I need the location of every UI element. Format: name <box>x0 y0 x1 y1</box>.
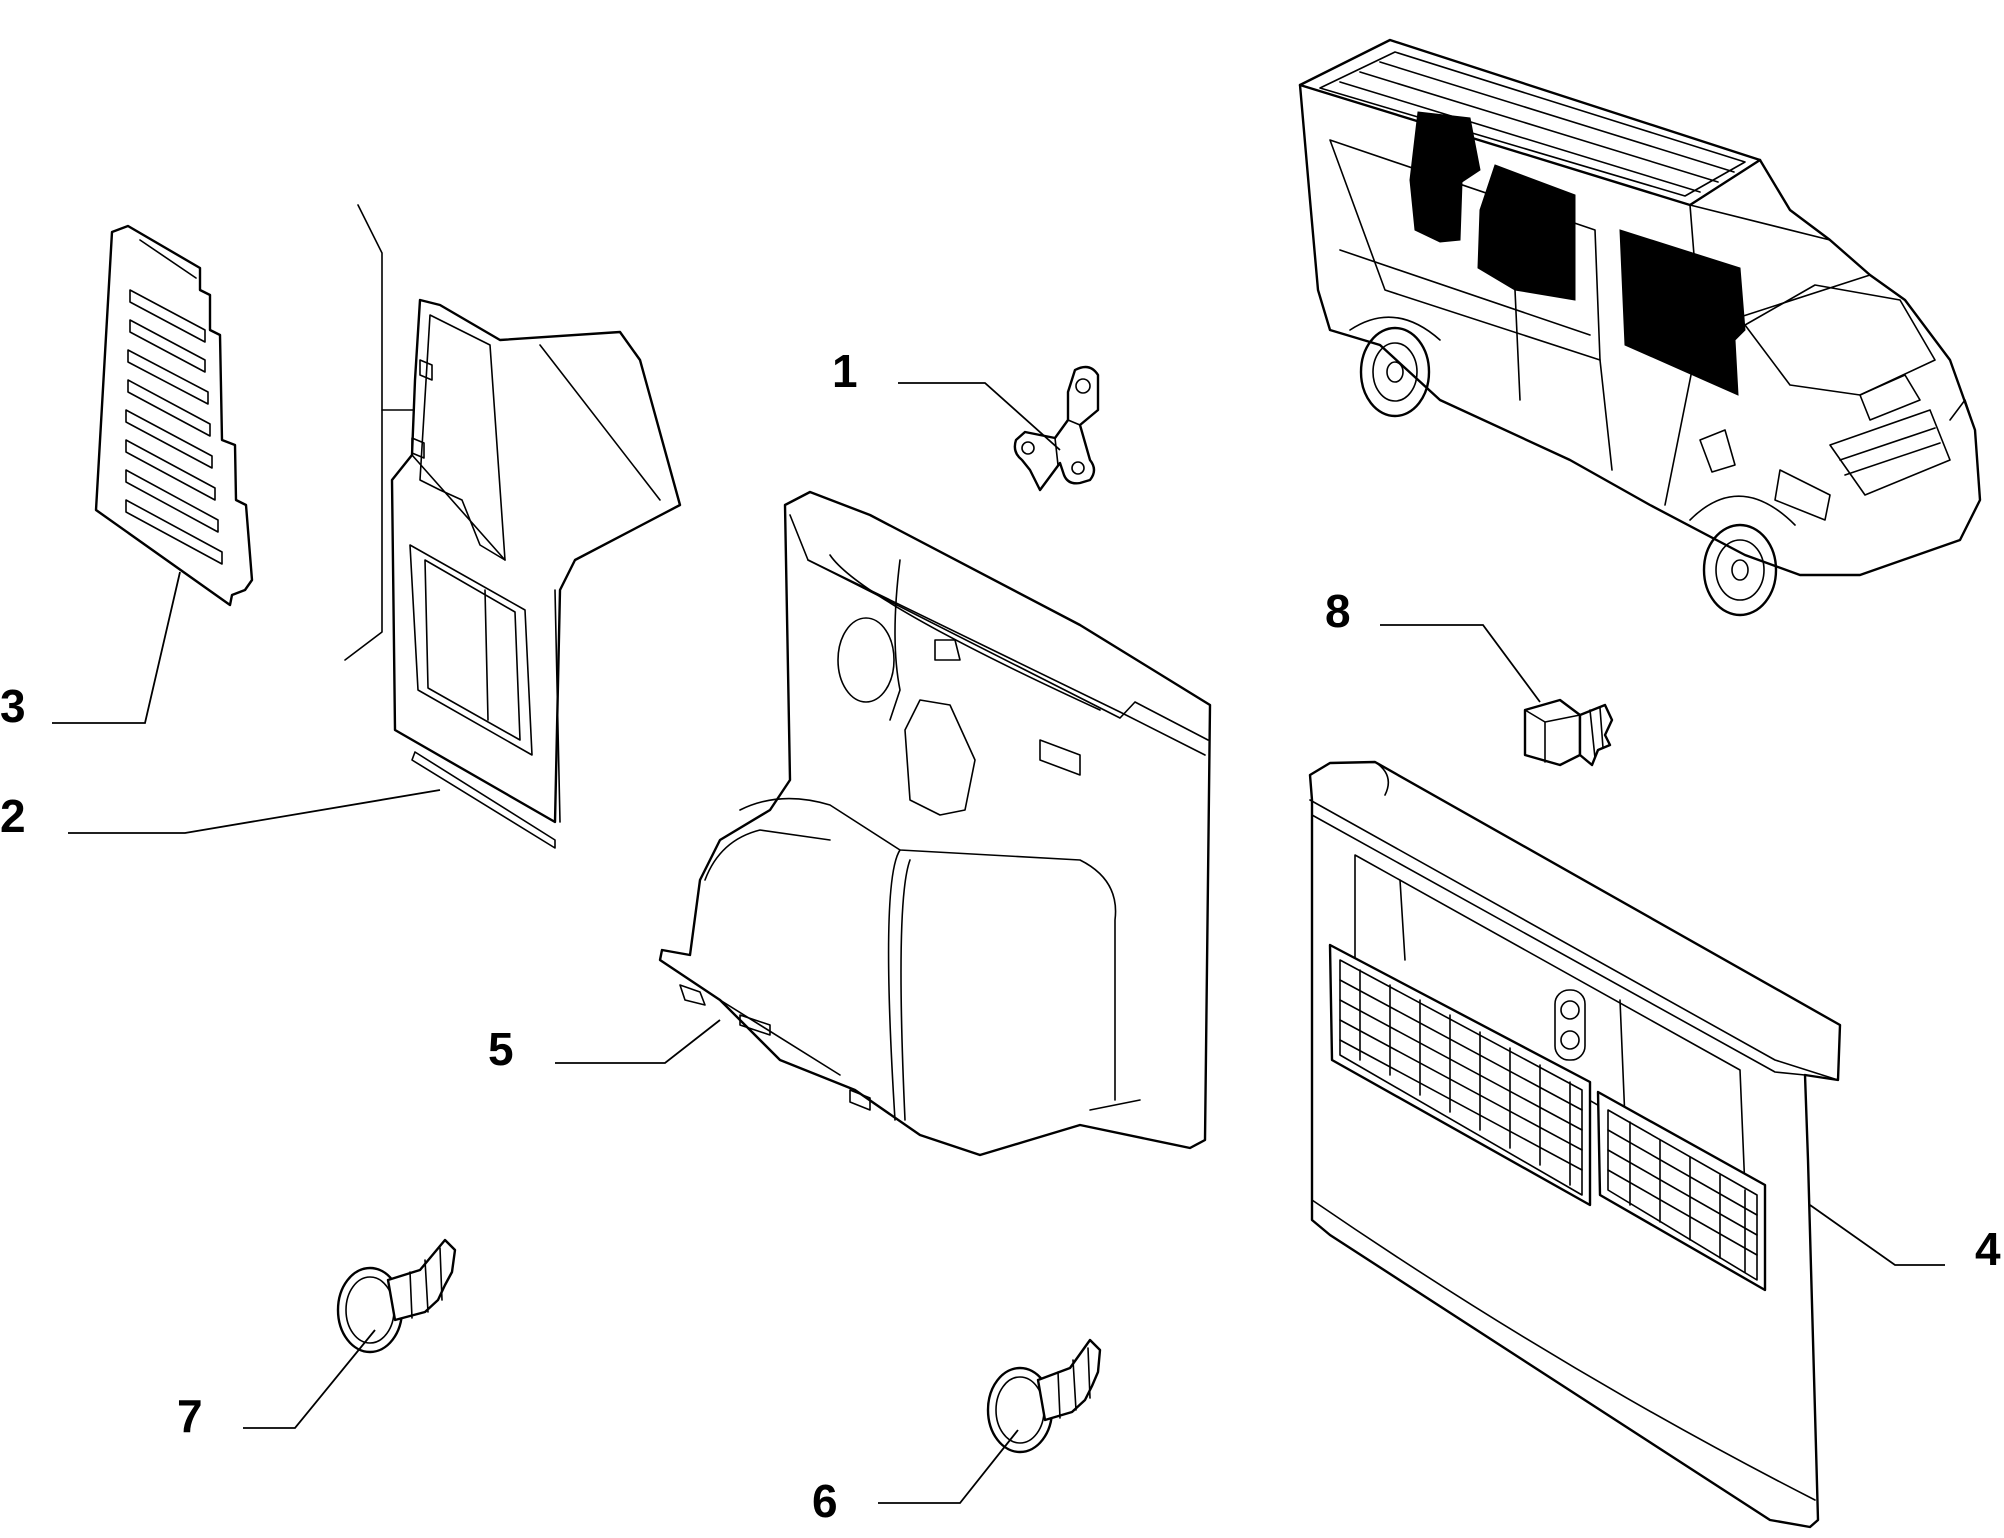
storage-net-left <box>1328 943 1592 1207</box>
leader-line-6 <box>878 1429 1019 1504</box>
pillar-trim-panel-icon <box>344 204 682 849</box>
vent-grille-panel-icon <box>94 224 254 607</box>
push-clip-fastener-icon <box>336 1238 457 1354</box>
storage-net-right <box>1596 1090 1767 1292</box>
leader-line-4 <box>1809 1204 1945 1266</box>
leader-line-3 <box>52 571 181 724</box>
wheel-arch-trim-panel-icon <box>658 490 1212 1157</box>
push-clip-fastener-icon <box>986 1338 1102 1454</box>
callout-1: 1 <box>832 345 858 397</box>
leader-line-2 <box>68 789 441 834</box>
vent-slot <box>125 289 223 565</box>
fastener-screw-icon <box>1523 698 1614 767</box>
leader-line-5 <box>555 1019 721 1064</box>
callout-3: 3 <box>0 680 26 732</box>
callout-4: 4 <box>1975 1223 2001 1275</box>
door-trim-panel-with-nets-icon <box>1308 760 1842 1529</box>
callout-8: 8 <box>1325 585 1351 637</box>
leader-line-1 <box>898 382 1061 451</box>
van-locator-icon <box>1298 38 1982 617</box>
callout-2: 2 <box>0 790 26 842</box>
callout-6: 6 <box>812 1475 838 1527</box>
bracket-icon <box>1013 365 1100 492</box>
leader-line-7 <box>243 1329 376 1429</box>
callout-5: 5 <box>488 1023 514 1075</box>
callout-7: 7 <box>177 1390 203 1442</box>
leader-line-8 <box>1380 624 1541 703</box>
